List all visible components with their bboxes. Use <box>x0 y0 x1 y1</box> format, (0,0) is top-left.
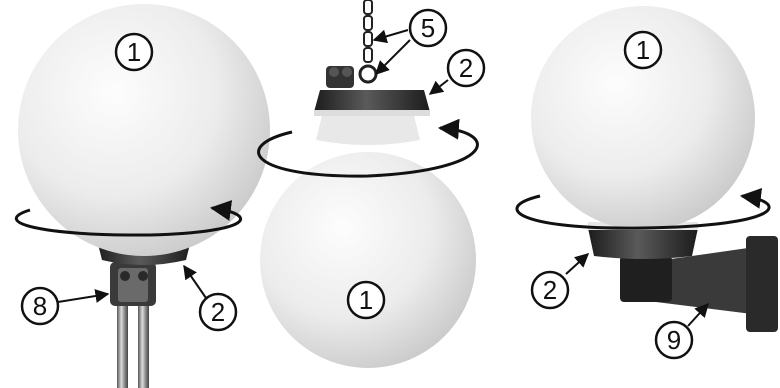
pole-clamp <box>110 262 156 306</box>
callout-globe-left: 1 <box>116 34 152 70</box>
pole <box>117 300 149 388</box>
callout-chain: 5 <box>374 10 446 74</box>
svg-text:1: 1 <box>636 35 650 65</box>
callout-holder-left: 2 <box>184 266 236 330</box>
svg-text:2: 2 <box>459 53 473 83</box>
globe-holder-center <box>314 90 430 116</box>
callout-globe-right: 1 <box>625 32 661 68</box>
svg-text:9: 9 <box>667 325 681 355</box>
svg-text:2: 2 <box>543 275 557 305</box>
svg-text:2: 2 <box>211 297 225 327</box>
chain <box>360 0 376 82</box>
cable-gland <box>326 66 354 88</box>
callout-globe-center: 1 <box>348 282 384 318</box>
callout-wall-bracket: 9 <box>656 304 708 358</box>
svg-text:1: 1 <box>359 285 373 315</box>
svg-text:8: 8 <box>33 291 47 321</box>
callout-holder-center: 2 <box>430 50 484 94</box>
globe-center <box>260 152 476 368</box>
svg-text:1: 1 <box>127 37 141 67</box>
callout-holder-right: 2 <box>532 254 588 308</box>
callout-pole-clamp: 8 <box>22 288 108 324</box>
svg-text:5: 5 <box>421 13 435 43</box>
